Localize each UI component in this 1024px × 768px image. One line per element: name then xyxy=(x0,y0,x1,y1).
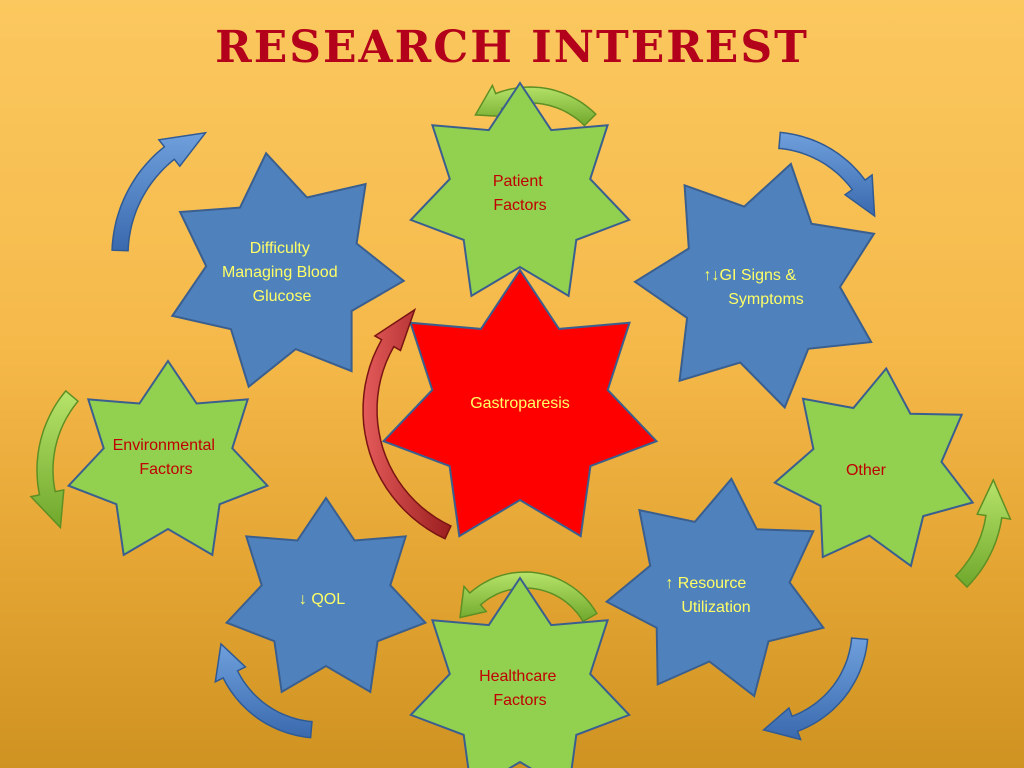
resource-utilization-star xyxy=(604,477,826,698)
other-label: Other xyxy=(846,462,887,479)
environmental-factors-star xyxy=(66,359,270,557)
gastroparesis-label: Gastroparesis xyxy=(470,395,570,412)
qol-label: ↓ QOL xyxy=(299,591,345,608)
patient-factors-label: Patient Factors xyxy=(493,173,547,214)
healthcare-factors-label: Healthcare Factors xyxy=(479,668,561,709)
red-arrow-shape xyxy=(362,307,452,540)
top-right-blue-arrow xyxy=(778,131,876,218)
difficulty-glucose-label: Difficulty Managing Blood Glucose xyxy=(222,240,342,305)
gi-signs-star xyxy=(633,162,876,410)
slide-title: RESEARCH INTEREST xyxy=(215,22,809,73)
top-left-blue-arrow xyxy=(111,131,208,252)
red-curved-arrow xyxy=(362,307,452,540)
bottom-left-blue-arrow xyxy=(214,642,313,739)
gastroparesis-star xyxy=(381,268,659,538)
bottom-middle-green-arrow xyxy=(459,571,598,623)
difficulty-glucose-star xyxy=(170,151,406,389)
other-star xyxy=(773,366,975,568)
resource-utilization-label: ↑ Resource Utilization xyxy=(665,575,750,616)
left-green-arrow xyxy=(29,389,80,530)
qol-star xyxy=(224,496,428,694)
cycle-arrows xyxy=(29,83,1012,741)
patient-factors-star xyxy=(409,81,631,298)
environmental-factors-label: Environmental Factors xyxy=(113,437,220,478)
bottom-right-blue-arrow xyxy=(761,637,869,741)
stars-layer xyxy=(66,81,975,768)
healthcare-factors-star xyxy=(409,576,631,768)
gi-signs-label: ↑↓GI Signs & Symptoms xyxy=(704,267,804,308)
right-green-arrow xyxy=(954,478,1012,589)
top-green-arrow xyxy=(474,83,597,127)
